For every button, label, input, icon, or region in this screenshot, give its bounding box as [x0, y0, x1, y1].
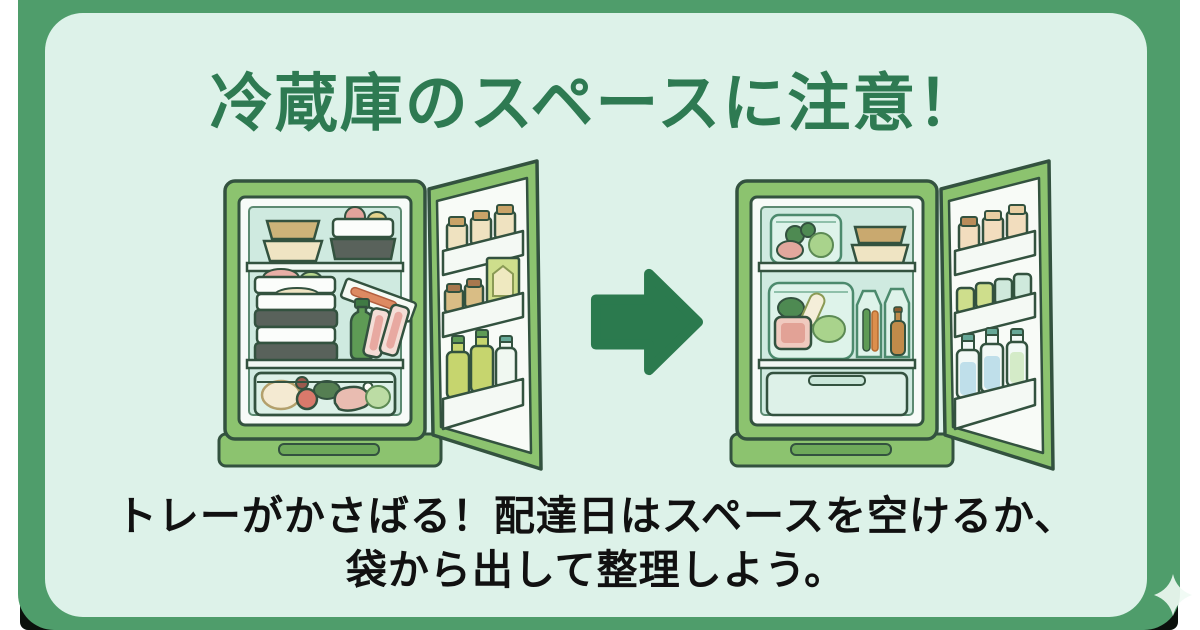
door-bin-jars	[953, 204, 1037, 277]
fridge-door-open	[427, 159, 543, 471]
stacked-meal-trays	[253, 268, 339, 363]
shelf-bar-1	[757, 261, 917, 273]
door-bin-drinks	[953, 272, 1037, 339]
right-arrow-icon	[588, 265, 706, 379]
door-bin-carton	[441, 256, 525, 339]
shelf-bar-2	[757, 358, 917, 370]
sparkle-icon	[1151, 573, 1195, 617]
door-bin-jars	[441, 204, 525, 277]
crisper-drawer-full	[253, 371, 397, 417]
crisper-drawer-empty	[765, 371, 909, 417]
page-title: 冷蔵庫のスペースに注意！	[209, 69, 983, 139]
caption-line-1: トレーがかさばる！配達日はスペースを空けるか、	[115, 493, 1077, 539]
shelf-bar-1	[245, 261, 405, 273]
fridge-door-open	[939, 159, 1055, 471]
door-bin-water-bottles	[953, 327, 1037, 431]
mint-panel: 冷蔵庫のスペースに注意！	[45, 13, 1192, 617]
cluttered-fridge-svg	[217, 159, 543, 471]
fridge-base	[729, 432, 955, 468]
shelf-bar-2	[245, 358, 405, 370]
cluttered-fridge-illustration	[205, 151, 565, 481]
middle-shelf-bags	[767, 281, 911, 361]
organized-fridge-illustration	[717, 151, 1077, 481]
caption-text: トレーがかさばる！配達日はスペースを空けるか、 袋から出して整理しよう。	[45, 489, 1147, 597]
meat-pack-2	[378, 303, 410, 357]
door-bin-bottles	[441, 329, 525, 431]
top-shelf-bag-and-trays	[769, 213, 910, 265]
caption-line-2: 袋から出して整理しよう。	[345, 547, 847, 593]
organized-fridge-svg	[729, 159, 1055, 471]
top-shelf-trays	[262, 206, 397, 263]
